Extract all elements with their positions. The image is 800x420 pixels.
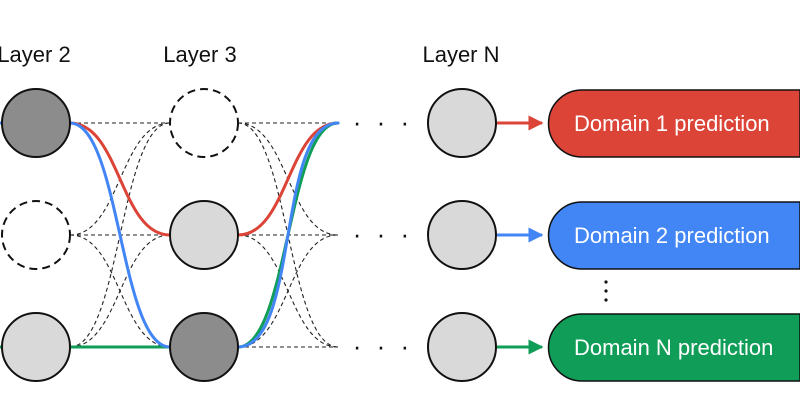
ellipsis-row-3: · · · xyxy=(353,331,413,361)
layer-n-node-3 xyxy=(427,312,497,382)
layer-2-node-3 xyxy=(1,312,71,382)
layer-3-node-1 xyxy=(169,88,239,158)
prediction-domain-1: Domain 1 prediction xyxy=(547,89,800,158)
layer-2-label: Layer 2 xyxy=(0,42,71,67)
layer-2-node-2 xyxy=(1,200,71,270)
layer-n-label: Layer N xyxy=(422,42,499,67)
layer-2-node-1 xyxy=(1,88,71,158)
ellipsis-row-2: · · · xyxy=(353,219,413,249)
prediction-domain-1-label: Domain 1 prediction xyxy=(574,111,770,136)
layer-3-label: Layer 3 xyxy=(163,42,236,67)
layer-3-node-3 xyxy=(169,312,239,382)
layer-n-node-1 xyxy=(427,88,497,158)
layer-n-node-2 xyxy=(427,200,497,270)
vertical-ellipsis xyxy=(604,280,608,302)
prediction-domain-n: Domain N prediction xyxy=(547,313,800,382)
layer-3-node-2 xyxy=(169,200,239,270)
ellipsis-row-1: · · · xyxy=(353,107,413,137)
prediction-domain-2-label: Domain 2 prediction xyxy=(574,223,770,248)
prediction-domain-2: Domain 2 prediction xyxy=(547,201,800,270)
prediction-domain-n-label: Domain N prediction xyxy=(574,335,773,360)
